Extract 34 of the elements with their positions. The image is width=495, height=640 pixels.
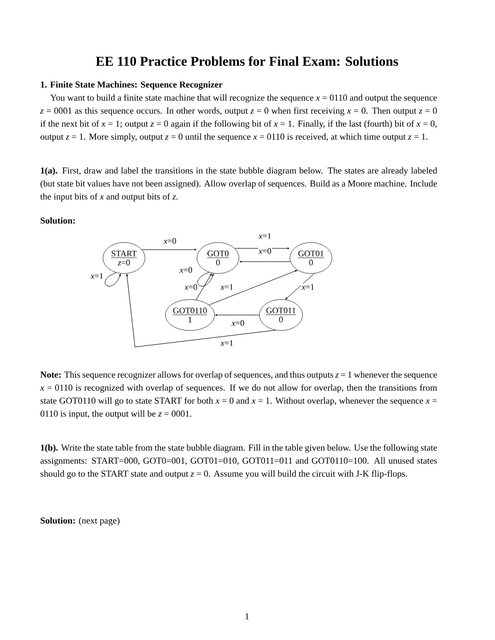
edge-label: x=1 [300,284,315,290]
edge-label: x=0 [258,248,272,254]
transition-arrow [197,272,214,286]
state-bubble: GOT011 0 [259,299,303,331]
section-heading: Solution: [40,217,75,224]
paragraph: 1(a). First, draw and label the transitions in the state bubble diagram below. The states are already labeled (but state bit values have not been assigned). Allow overlap of sequences. Build as a Moore machine. Include the input bits of x and output bits of z. [40,167,438,202]
edge-label: x=1 [220,340,234,346]
paragraph: 1(b). Write the state table from the state bubble diagram. Fill in the table given below. Use the following state assignments: START=000, GOT0=001, GOT01=010, GOT011=011 and GOT0110=100. All unused states should go to the START state and output z = 0. Assume you will build the circuit with J-K flip-flops. [40,444,437,479]
edge-label: x=0 [231,320,245,326]
edge-label: x=0 [179,266,193,274]
edge-label: x=0 [184,284,198,290]
transition-arrow [142,248,196,251]
edge-label: x=1 [90,272,104,280]
section-heading: 1. Finite State Machines: Sequence Recognizer [40,81,222,90]
transition-arrow [234,247,290,250]
edge-label: x=1 [258,232,272,240]
paragraph: Solution: (next page) [40,517,120,526]
transition-arrow [126,274,276,348]
edge-label: x=1 [220,284,234,290]
transition-arrow [215,314,260,316]
state-bubble: GOT0 0 [196,242,240,274]
state-bubble: GOT01 0 [290,242,332,274]
page-number: 1 [246,613,249,620]
paragraph: Note: This sequence recognizer allows for overlap of sequences, and thus outputs z = 1 whenever the sequence x = 0110 is recognized with overlap of sequences. If we do not allow for overlap, then the transitions from state GOT0110 will go to state START for both x = 0 and x = 1. Without overlap, whenever the sequence x = 0110 is input, the output will be z = 0001. [40,371,438,419]
page-title: EE 110 Practice Problems for Final Exam: Solutions [96,56,398,66]
state-bubble: START z=0 [102,242,146,274]
state-bubble: GOT0110 1 [165,299,215,331]
transition-arrow [104,272,121,286]
edge-label: x=0 [163,238,177,244]
transition-arrow [196,273,212,300]
transition-arrow [208,270,298,306]
paragraph: You want to build a finite state machine that will recognize the sequence x = 0110 and output the sequence z = 0001 as this sequence occurs. In other words, output z = 0 when first receiving x = 0. Then output z = 0 if the next bit of x = 1; output z = 0 again if the following bit of x = 1. Finally, if the last (fourth) bit of x = 0, output z = 1. More simply, output z = 0 until the sequence x = 0110 is received, at which time output z = 1. [40,94,437,142]
transition-arrow [285,273,315,300]
transition-arrow [240,260,291,263]
